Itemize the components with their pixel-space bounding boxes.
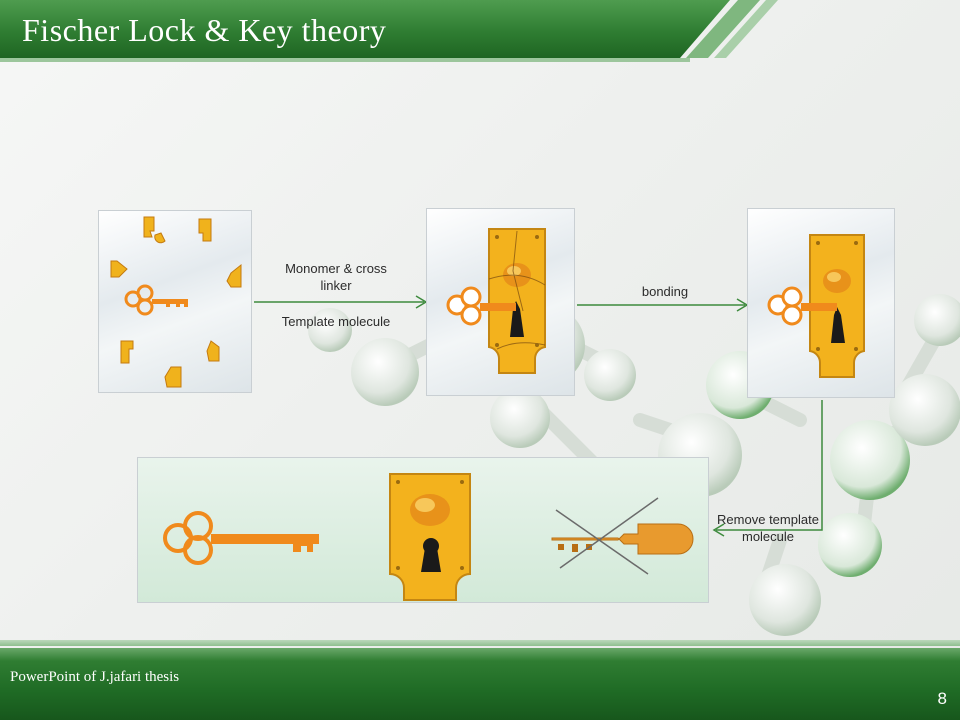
remove-label-line2: molecule <box>741 529 795 544</box>
empty-lock-icon <box>389 473 471 601</box>
arrow-remove-template <box>712 400 823 537</box>
monomer-label-line1: Monomer & cross <box>285 261 387 276</box>
remove-template-label: Remove template molecule <box>704 511 832 545</box>
template-assembly-panel <box>426 208 575 396</box>
title-bar <box>0 0 778 62</box>
monomer-pieces-illustration <box>110 216 242 388</box>
monomer-pieces-panel <box>98 210 252 393</box>
free-key-icon <box>163 511 319 565</box>
bonding-label: bonding <box>641 284 689 299</box>
result-illustration <box>163 473 694 601</box>
footer-credit: PowerPoint of J.jafari thesis <box>10 669 180 685</box>
monomer-crosslinker-label: Monomer & cross linker <box>262 260 410 294</box>
footer-stripe <box>0 640 960 646</box>
bonded-panel <box>747 208 895 398</box>
bonded-lock-illustration <box>767 234 865 378</box>
slide-title: Fischer Lock & Key theory <box>22 12 387 48</box>
wrong-key-crossed-icon <box>551 497 694 575</box>
remove-label-line1: Remove template <box>717 512 819 527</box>
lock-with-key-illustration <box>446 228 546 374</box>
monomer-label-line2: linker <box>320 278 352 293</box>
result-panel <box>137 457 709 603</box>
template-molecule-label: Template molecule <box>281 314 391 329</box>
footer-band <box>0 648 960 720</box>
page-number: 8 <box>937 689 947 708</box>
